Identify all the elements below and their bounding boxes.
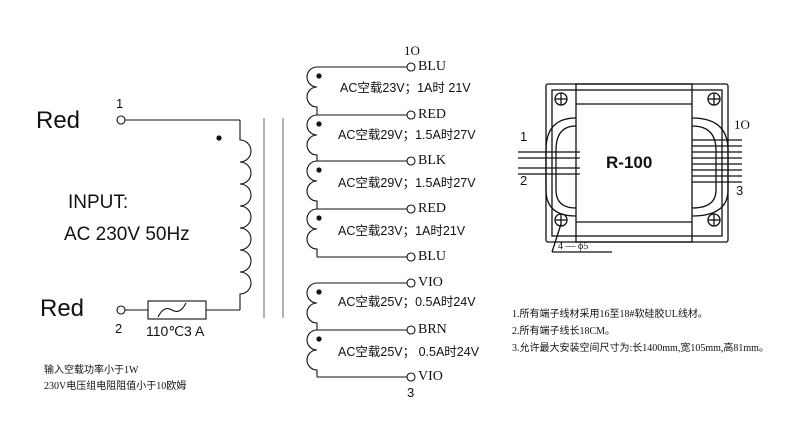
secondary-pin-10: 1O [404,43,420,58]
primary-pin-2: 2 [115,321,123,336]
winding-rating-5: AC空载25V；0.5A时24V [338,295,476,309]
winding-rating-4: AC空载23V；1A时21V [338,224,466,238]
thermal-fuse [147,300,207,320]
note-1: 1.所有端子线材采用16至18#软硅胶UL线材。 [512,309,708,320]
winding-rating-6: AC空载25V； 0.5A时24V [338,345,480,359]
secondary-pin-3: 3 [407,385,415,400]
primary-winding [116,115,252,320]
fuse-label: 110℃3 A [146,323,205,339]
tap-color-1: BLU [418,59,446,74]
winding-rating-2: AC空载29V；1.5A时27V [338,128,476,142]
primary-note-1: 输入空载功率小于1W [44,365,139,376]
transformer-core [263,118,284,318]
outline-pin-10: 1O [734,117,750,132]
input-spec: AC 230V 50Hz [64,224,190,245]
primary-terminal-2 [116,305,126,315]
outline-drawing [518,83,742,253]
primary-pin-1: 1 [116,96,124,111]
tap-color-6: VIO [418,275,443,290]
mounting-hole-spec: 4 — ϕ5 [558,241,589,252]
primary-top-wire-color: Red [36,107,81,134]
primary-polarity-dot [216,135,222,141]
tap-color-2: RED [418,107,446,122]
primary-bottom-wire-color: Red [40,295,85,322]
primary-note-2: 230V电压组电阻阻值小于10欧姆 [44,381,187,392]
model-number: R-100 [606,153,653,172]
outline-pin-2: 2 [520,173,528,188]
input-label: INPUT: [68,192,129,213]
tap-color-4: RED [418,201,446,216]
tap-color-3: BLK [418,153,446,168]
note-2: 2.所有端子线长18CM。 [512,326,616,337]
tap-color-7: BRN [418,322,447,337]
secondary-polarity-dots [316,73,322,342]
note-3: 3.允许最大安装空间尺寸为:长1400mm,宽105mm,高81mm。 [512,343,769,354]
outline-pin-3: 3 [736,183,744,198]
primary-terminal-1 [116,115,126,125]
winding-rating-3: AC空载29V；1.5A时27V [338,176,476,190]
winding-rating-1: AC空载23V；1A时 21V [340,81,471,95]
secondary-winding [306,62,416,382]
outline-pin-1: 1 [520,129,528,144]
tap-color-8: VIO [418,369,443,384]
tap-color-5: BLU [418,249,446,264]
primary-coil [239,120,252,310]
